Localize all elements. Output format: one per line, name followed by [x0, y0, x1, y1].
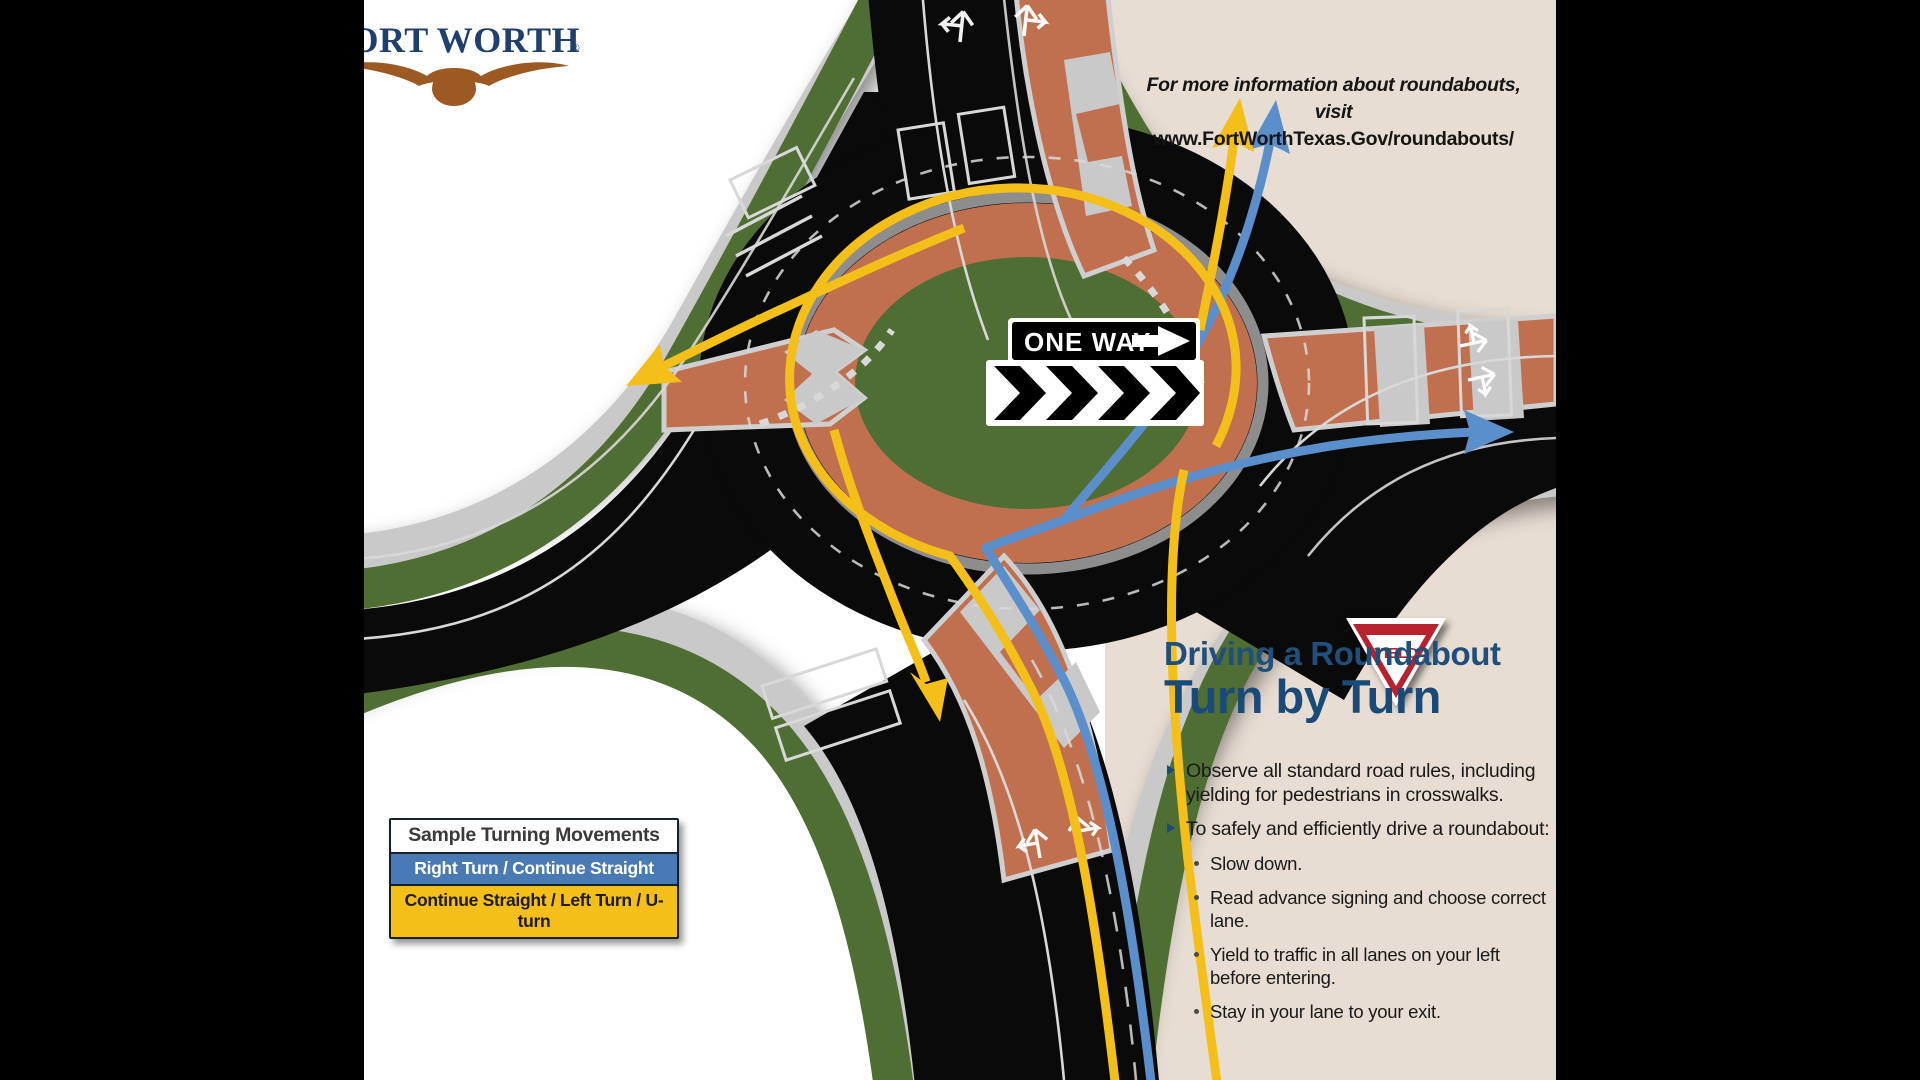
logo-word-fort: FORT	[364, 20, 429, 60]
instruction-sublist: Slow down. Read advance signing and choo…	[1188, 853, 1552, 1024]
sub-instruction-text: Stay in your lane to your exit.	[1210, 1001, 1441, 1022]
path-yellow-continue-straight-left-turn-uturn	[626, 98, 1254, 1080]
sub-instruction-text: Yield to traffic in all lanes on your le…	[1210, 944, 1500, 988]
page-kicker: Driving a Roundabout	[1164, 635, 1501, 672]
more-info-url: www.FortWorthTexas.Gov/roundabouts/	[1153, 128, 1514, 150]
page-title: Turn by Turn	[1164, 670, 1441, 723]
one-way-sign: ONE WAY	[1008, 318, 1200, 364]
crosswalks	[725, 105, 1514, 763]
legend-title: Sample Turning Movements	[391, 820, 677, 854]
triangle-bullet-icon	[1167, 765, 1175, 775]
chevron-alignment-sign	[986, 360, 1204, 426]
legend-row-blue: Right Turn / Continue Straight	[391, 854, 677, 886]
center-island-signs: ONE WAY	[986, 318, 1204, 426]
instructions-list: Observe all standard road rules, includi…	[1164, 760, 1552, 1036]
logo-word-worth: WORTH	[437, 20, 580, 60]
dot-bullet-icon	[1194, 952, 1199, 957]
sub-instruction-text: Slow down.	[1210, 852, 1303, 874]
dot-bullet-icon	[1194, 1009, 1199, 1014]
title-block: Driving a Roundabout Turn by Turn	[1164, 636, 1556, 723]
pavement-lane-arrows	[937, 4, 1496, 859]
letterbox-left	[0, 0, 364, 1080]
yield-sign: YIELD	[1346, 618, 1446, 706]
instruction-text: Observe all standard road rules, includi…	[1186, 760, 1536, 806]
logo-registered-mark: ®	[570, 40, 580, 55]
sub-instruction-item: Yield to traffic in all lanes on your le…	[1188, 944, 1552, 989]
letterbox-right	[1556, 0, 1920, 1080]
sub-instruction-text: Read advance signing and choose correct …	[1210, 887, 1546, 931]
instruction-text: To safely and efficiently drive a rounda…	[1186, 818, 1550, 840]
instruction-item: Observe all standard road rules, includi…	[1164, 760, 1552, 807]
more-info-text: For more information about roundabouts, …	[1126, 72, 1541, 153]
triangle-bullet-icon	[1167, 823, 1175, 833]
longhorn-icon	[364, 62, 569, 106]
one-way-arrow-icon	[1132, 326, 1190, 356]
more-info-line-1: For more information about roundabouts, …	[1146, 74, 1521, 123]
one-way-sign-label: ONE WAY	[1024, 327, 1151, 357]
path-blue-right-turn-continue-straight	[981, 100, 1514, 1080]
roundabout-map: YIELD	[364, 0, 1556, 1080]
sub-instruction-item: Stay in your lane to your exit.	[1188, 1001, 1552, 1024]
legend-box: Sample Turning Movements Right Turn / Co…	[389, 818, 679, 939]
yield-sign-label: YIELD	[1374, 645, 1418, 662]
instruction-item: To safely and efficiently drive a rounda…	[1164, 818, 1552, 842]
chevron-icon-group	[994, 366, 1200, 420]
dot-bullet-icon	[1194, 860, 1199, 866]
dot-bullet-icon	[1194, 895, 1199, 900]
graphic-sheet: YIELD ONE WAY	[364, 0, 1556, 1080]
sub-instruction-item: Slow down.	[1188, 853, 1552, 876]
sub-instruction-item: Read advance signing and choose correct …	[1188, 887, 1552, 932]
legend-row-yellow: Continue Straight / Left Turn / U-turn	[391, 886, 677, 937]
